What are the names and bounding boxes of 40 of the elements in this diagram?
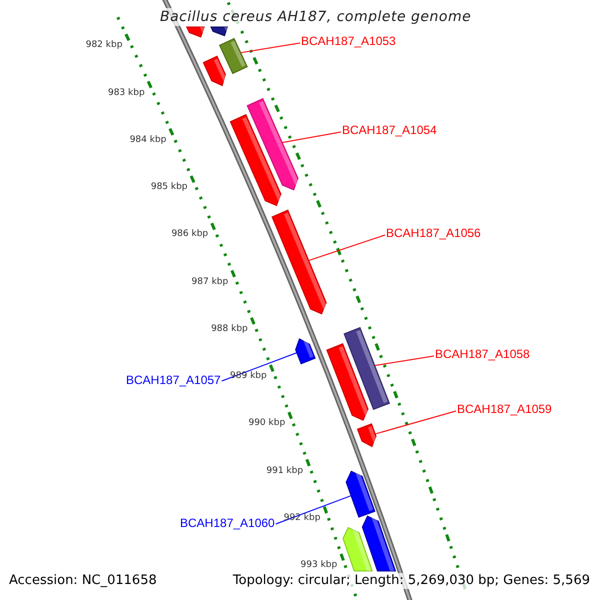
gene-feature bbox=[202, 56, 228, 86]
leader-line bbox=[221, 352, 298, 382]
scale-label: 985 kbp bbox=[150, 182, 188, 194]
gene-block bbox=[344, 327, 390, 410]
gene-label: BCAH187_A1054 bbox=[342, 123, 437, 137]
leader-line bbox=[374, 410, 456, 434]
gene-feature bbox=[346, 470, 376, 518]
scale-label: 986 kbp bbox=[171, 229, 208, 240]
gene-feature bbox=[356, 423, 378, 448]
gene-feature bbox=[295, 338, 316, 364]
gene-label: BCAH187_A1053 bbox=[301, 34, 396, 48]
gene-block bbox=[218, 38, 248, 74]
genome-stats-label: Topology: circular; Length: 5,269,030 bp; Genes: 5,569 bbox=[232, 573, 590, 589]
gene-feature bbox=[186, 26, 207, 38]
gene-feature bbox=[271, 210, 328, 314]
gene-label: BCAH187_A1056 bbox=[386, 226, 481, 240]
scale-label: 991 kbp bbox=[266, 466, 304, 477]
gene-feature bbox=[230, 114, 283, 206]
scale-label: 993 kbp bbox=[300, 560, 338, 572]
gene-label: BCAH187_A1057 bbox=[126, 373, 221, 387]
gene-label: BCAH187_A1060 bbox=[180, 516, 275, 530]
leader-line bbox=[240, 42, 300, 54]
gene-feature bbox=[210, 26, 230, 36]
leader-line bbox=[374, 356, 434, 366]
gene-label: BCAH187_A1058 bbox=[435, 347, 530, 361]
scale-label: 990 kbp bbox=[248, 418, 286, 430]
gene-feature bbox=[326, 343, 370, 421]
gene-label: BCAH187_A1059 bbox=[457, 402, 552, 416]
accession-label: Accession: NC_011658 bbox=[9, 573, 157, 589]
scale-label: 987 kbp bbox=[192, 276, 228, 288]
scale-label: 982 kbp bbox=[86, 40, 122, 52]
leader-line bbox=[275, 495, 352, 524]
gene-feature bbox=[342, 526, 373, 572]
gene-feature bbox=[246, 98, 300, 190]
scale-label: 988 kbp bbox=[211, 324, 248, 335]
scale-label: 983 kbp bbox=[108, 88, 145, 99]
leader-line bbox=[308, 234, 386, 261]
leader-line bbox=[282, 132, 342, 144]
gene-feature bbox=[362, 516, 396, 572]
scale-label: 984 kbp bbox=[130, 134, 166, 146]
